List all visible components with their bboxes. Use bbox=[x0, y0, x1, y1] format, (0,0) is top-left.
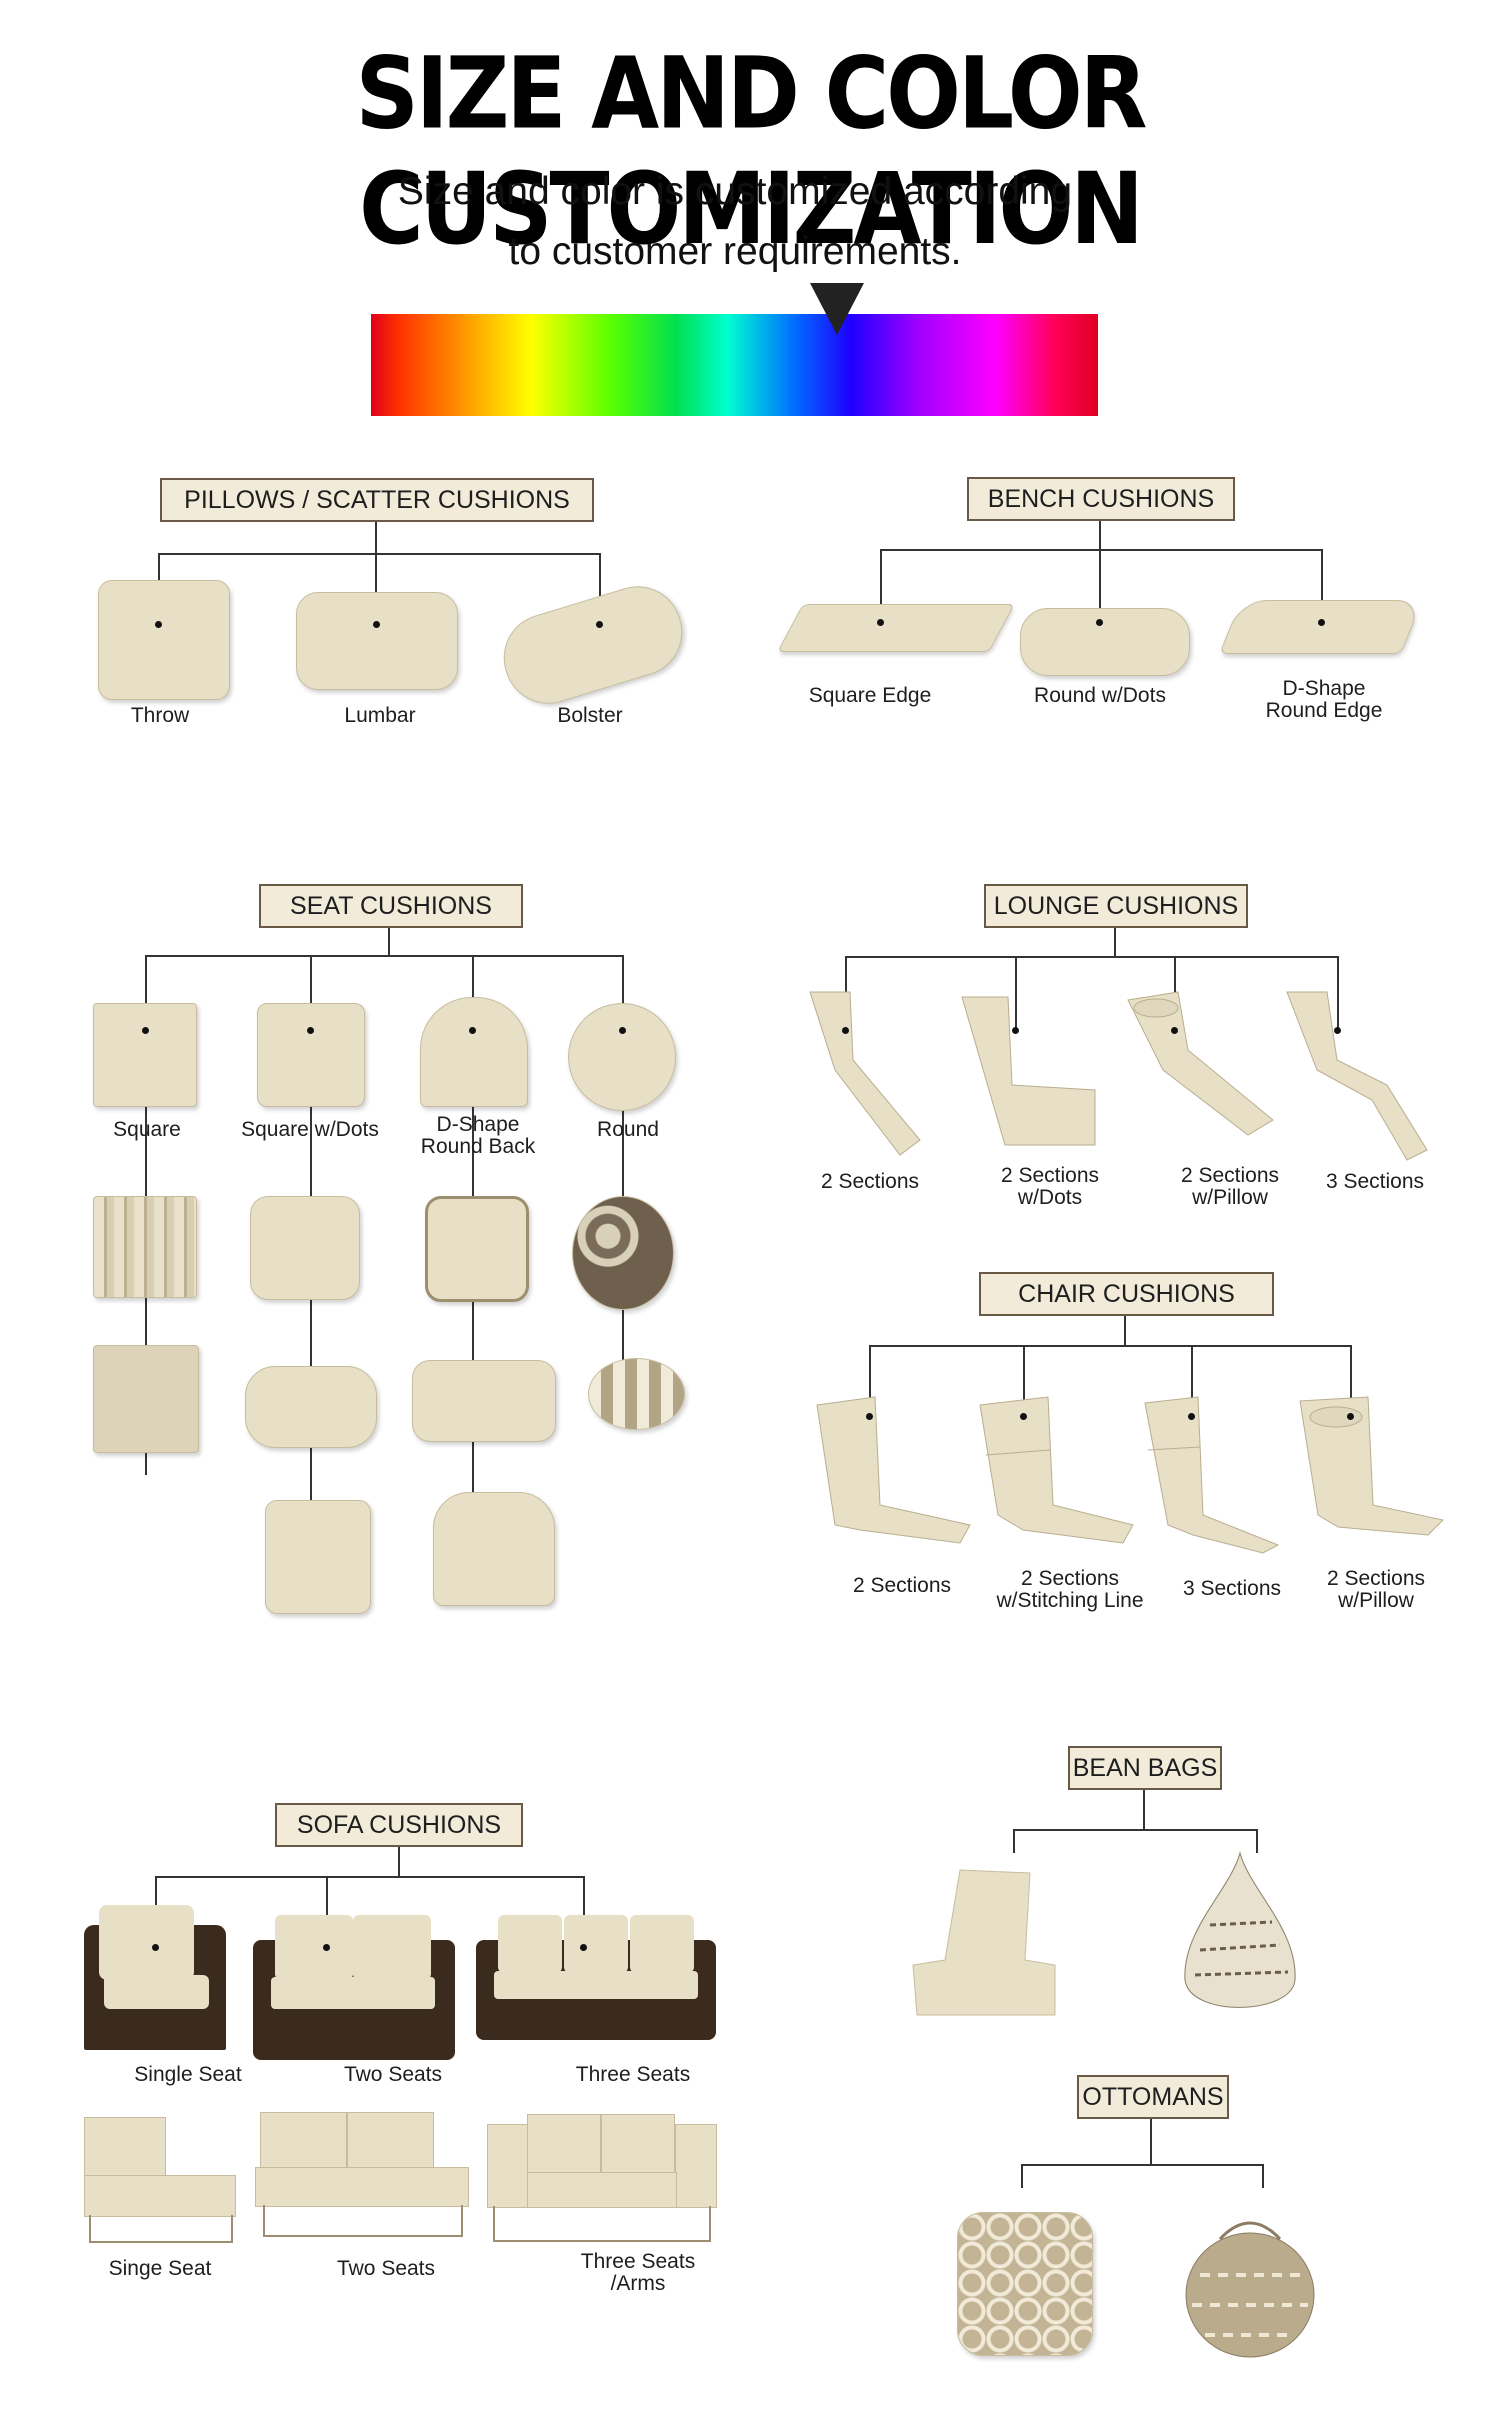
seat-button-square bbox=[265, 1500, 371, 1614]
seat-d-shape bbox=[420, 997, 528, 1107]
caption-chair-2-stitch-a: 2 Sections bbox=[1020, 1567, 1120, 1590]
caption-round-edge: Round Edge bbox=[1265, 699, 1383, 722]
beanbag-teardrop bbox=[1184, 1851, 1296, 2008]
lounge-2-sections bbox=[809, 991, 921, 1156]
seat-label: SEAT CUSHIONS bbox=[259, 884, 523, 928]
seat-piped bbox=[425, 1196, 529, 1302]
seat-round-gingham bbox=[588, 1358, 685, 1430]
seat-box-square bbox=[412, 1360, 556, 1442]
color-pointer-icon bbox=[810, 283, 864, 335]
bench-round-dots bbox=[1020, 608, 1190, 676]
color-spectrum-bar bbox=[371, 314, 1098, 416]
seat-striped bbox=[93, 1196, 197, 1298]
caption-throw: Throw bbox=[130, 704, 190, 727]
ottomans-label: OTTOMANS bbox=[1077, 2075, 1229, 2119]
caption-seat-round-back: Round Back bbox=[420, 1135, 536, 1158]
chair-2-sections-pillow bbox=[1299, 1396, 1445, 1536]
ottoman-cube bbox=[957, 2212, 1093, 2356]
chair-2-sections-stitch bbox=[979, 1396, 1134, 1544]
lounge-3-sections bbox=[1286, 991, 1428, 1161]
caption-round-dots: Round w/Dots bbox=[1034, 684, 1166, 707]
ottoman-pouf bbox=[1185, 2221, 1315, 2358]
caption-lounge-2-dots-a: 2 Sections bbox=[1000, 1164, 1100, 1187]
bench-square-edge bbox=[777, 604, 1015, 652]
sofa-single-seat bbox=[84, 1905, 226, 2065]
seat-round-floral bbox=[572, 1196, 674, 1310]
chair-3-sections bbox=[1144, 1396, 1280, 1554]
lounge-2-sections-dots bbox=[961, 996, 1096, 1146]
caption-lumbar: Lumbar bbox=[344, 704, 416, 727]
caption-seat-round: Round bbox=[597, 1118, 659, 1141]
caption-d-shape: D-Shape bbox=[1282, 677, 1366, 700]
lounge-label: LOUNGE CUSHIONS bbox=[984, 884, 1248, 928]
caption-lounge-2-dots-b: w/Dots bbox=[1017, 1186, 1083, 1209]
caption-seat-square: Square bbox=[113, 1118, 181, 1141]
caption-lounge-2-pillow-a: 2 Sections bbox=[1180, 1164, 1280, 1187]
lounge-2-sections-pillow bbox=[1127, 991, 1274, 1136]
subtitle-line-1: Size and color is customized according bbox=[397, 170, 1073, 213]
caption-chair-2-pillow-b: w/Pillow bbox=[1338, 1589, 1414, 1612]
chair-label: CHAIR CUSHIONS bbox=[979, 1272, 1274, 1316]
caption-chair-2-pillow-a: 2 Sections bbox=[1326, 1567, 1426, 1590]
subtitle-line-2: to customer requirements. bbox=[508, 230, 962, 273]
caption-chair-2-stitch-b: w/Stitching Line bbox=[996, 1589, 1144, 1612]
bench-d-shape bbox=[1219, 600, 1423, 654]
sofa-two-seats bbox=[253, 1915, 455, 2063]
caption-chair-2: 2 Sections bbox=[852, 1574, 952, 1597]
caption-frame-single: Singe Seat bbox=[108, 2257, 212, 2280]
caption-sofa-two: Two Seats bbox=[343, 2063, 443, 2086]
caption-frame-two: Two Seats bbox=[336, 2257, 436, 2280]
seat-linen bbox=[93, 1345, 199, 1453]
beanbag-chair bbox=[912, 1869, 1056, 2016]
caption-frame-three-b: /Arms bbox=[610, 2272, 666, 2295]
sofa-frame-two bbox=[255, 2112, 470, 2242]
bench-label: BENCH CUSHIONS bbox=[967, 477, 1235, 521]
lumbar-pillow bbox=[296, 592, 458, 690]
caption-seat-square-dots: Square w/Dots bbox=[241, 1118, 379, 1141]
caption-sofa-three: Three Seats bbox=[575, 2063, 691, 2086]
caption-square-edge: Square Edge bbox=[808, 684, 932, 707]
caption-lounge-2-pillow-b: w/Pillow bbox=[1192, 1186, 1268, 1209]
caption-bolster: Bolster bbox=[557, 704, 623, 727]
sofa-three-seats bbox=[476, 1915, 716, 2043]
caption-seat-d-shape: D-Shape bbox=[436, 1113, 520, 1136]
pillows-label: PILLOWS / SCATTER CUSHIONS bbox=[160, 478, 594, 522]
sofa-frame-three-arms bbox=[487, 2114, 717, 2246]
seat-round bbox=[568, 1003, 676, 1111]
sofa-frame-single bbox=[84, 2117, 239, 2245]
caption-frame-three-a: Three Seats bbox=[580, 2250, 696, 2273]
caption-chair-3: 3 Sections bbox=[1182, 1577, 1282, 1600]
caption-lounge-3: 3 Sections bbox=[1325, 1170, 1425, 1193]
caption-lounge-2: 2 Sections bbox=[820, 1170, 920, 1193]
page-title: SIZE AND COLOR CUSTOMIZATION bbox=[355, 35, 1147, 267]
throw-pillow bbox=[98, 580, 230, 700]
seat-box-round bbox=[245, 1366, 377, 1448]
caption-sofa-single: Single Seat bbox=[134, 2063, 242, 2086]
seat-square bbox=[93, 1003, 197, 1107]
seat-tufted bbox=[250, 1196, 360, 1300]
beanbags-label: BEAN BAGS bbox=[1068, 1746, 1222, 1790]
chair-2-sections bbox=[816, 1396, 971, 1544]
bolster-pillow bbox=[492, 575, 694, 715]
seat-button-d bbox=[433, 1492, 555, 1606]
seat-square-dots bbox=[257, 1003, 365, 1107]
sofa-label: SOFA CUSHIONS bbox=[275, 1803, 523, 1847]
